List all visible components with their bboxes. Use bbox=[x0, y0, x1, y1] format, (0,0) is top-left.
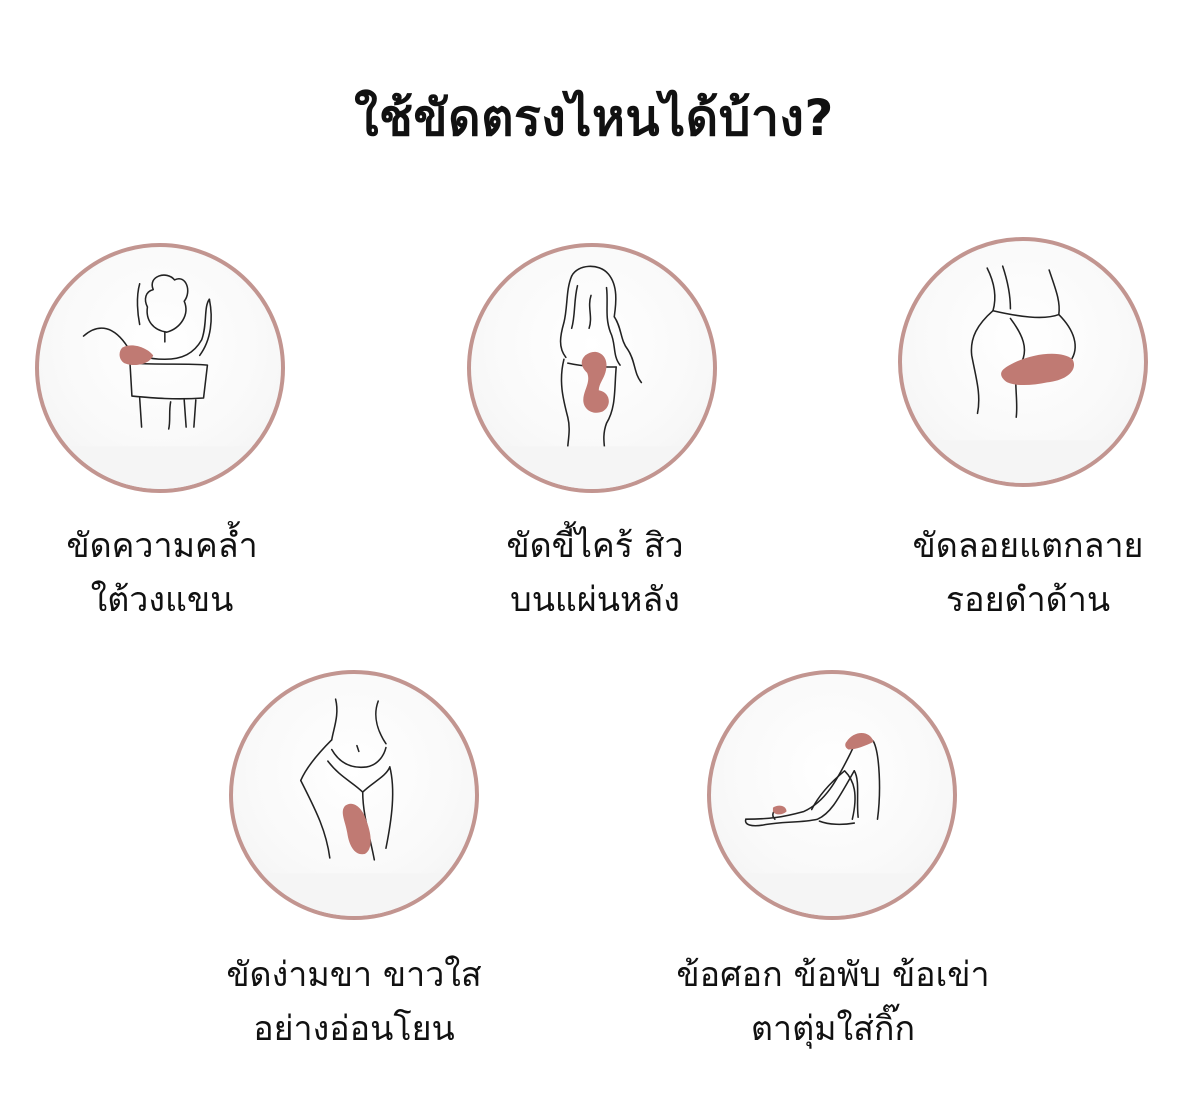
inner-thigh-sketch-icon bbox=[233, 698, 475, 916]
caption-line: รอยดำด้าน bbox=[945, 580, 1111, 620]
back-sketch-icon bbox=[471, 265, 713, 489]
caption-line: ขัดขี้ไคร้ สิว bbox=[506, 526, 684, 566]
underarm-sketch-icon bbox=[39, 274, 281, 489]
caption-line: ขัดลอยแตกลาย bbox=[912, 526, 1144, 566]
legs-sketch-icon bbox=[711, 733, 953, 916]
caption-line: ตาตุ่มใส่กิ๊ก bbox=[750, 1009, 916, 1049]
page-title: ใช้ขัดตรงไหนได้บ้าง? bbox=[354, 89, 834, 147]
underarm-illustration bbox=[35, 243, 285, 493]
caption-line: ขัดความคล้ำ bbox=[66, 526, 258, 566]
caption-line: ขัดง่ามขา ขาวใส bbox=[226, 955, 482, 995]
buttocks-sketch-icon bbox=[902, 265, 1144, 483]
buttocks-illustration bbox=[898, 237, 1148, 487]
inner-thigh-illustration bbox=[229, 670, 479, 920]
back-caption: ขัดขี้ไคร้ สิว บนแผ่นหลัง bbox=[415, 519, 775, 627]
caption-line: ข้อศอก ข้อพับ ข้อเข่า bbox=[676, 955, 990, 995]
buttocks-caption: ขัดลอยแตกลาย รอยดำด้าน bbox=[848, 519, 1188, 627]
legs-caption: ข้อศอก ข้อพับ ข้อเข่า ตาตุ่มใส่กิ๊ก bbox=[653, 948, 1013, 1056]
inner-thigh-caption: ขัดง่ามขา ขาวใส อย่างอ่อนโยน bbox=[174, 948, 534, 1056]
back-illustration bbox=[467, 243, 717, 493]
caption-line: บนแผ่นหลัง bbox=[510, 580, 680, 620]
caption-line: อย่างอ่อนโยน bbox=[253, 1009, 455, 1049]
legs-illustration bbox=[707, 670, 957, 920]
underarm-caption: ขัดความคล้ำ ใต้วงแขน bbox=[0, 519, 342, 627]
caption-line: ใต้วงแขน bbox=[90, 580, 234, 620]
